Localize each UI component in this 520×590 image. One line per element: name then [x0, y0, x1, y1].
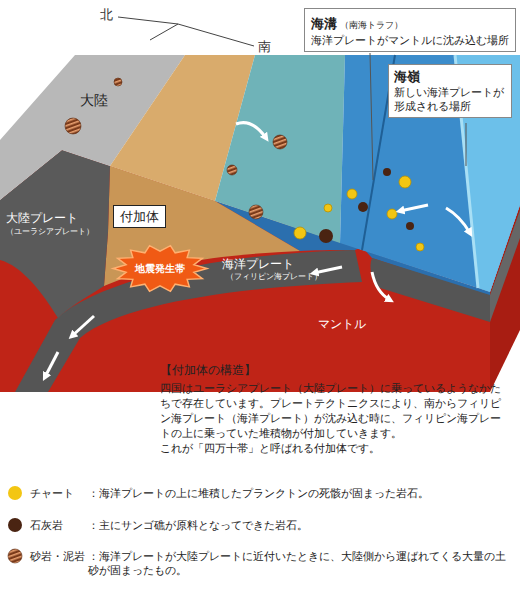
compass-label: 南: [258, 38, 271, 56]
legend-description: ：主にサンゴ礁が原料となってできた岩石。: [88, 518, 513, 532]
plate-label: 大陸プレート: [6, 210, 78, 227]
deep-sea: [340, 55, 520, 292]
chert-rocks: [294, 176, 424, 251]
legend-swatch: [8, 486, 22, 500]
callout-heading: 海嶺: [394, 69, 506, 85]
leader-line: [466, 123, 467, 166]
starburst: 地震発生帯: [119, 251, 201, 286]
label-box: 付加体: [113, 205, 166, 228]
compass: [118, 17, 254, 46]
plate-sublabel: （ユーラシアプレート）: [6, 226, 94, 237]
box-label: 付加体: [120, 208, 159, 225]
legend-text: チャート: [30, 486, 74, 500]
shallow-sea: [215, 55, 345, 243]
callout-text: 新しい海洋プレートが 形成される場所: [394, 85, 506, 113]
callout-subheading: （南海トラフ）: [340, 17, 403, 33]
legend-description: ：海洋プレートが大陸プレートに近付いたときに、大陸側から運ばれてくる大量の土砂が…: [88, 549, 513, 577]
region-label: マントル: [318, 316, 366, 333]
legend-sample: [7, 548, 23, 564]
body-text: 四国はユーラシアプレート（大陸プレート）に乗っているようなかたちで存在しています…: [160, 381, 510, 441]
callout-box: 海溝（南海トラフ）海洋プレートがマントルに沈み込む場所: [304, 8, 516, 52]
starburst-label: 地震発生帯: [135, 262, 185, 275]
sandstone-rocks: [65, 78, 287, 219]
leader-line: [370, 53, 373, 180]
callout-heading: 海溝: [311, 16, 337, 32]
legend-text: 砂岩・泥岩: [30, 549, 85, 563]
region-label: 大陸: [80, 92, 108, 110]
callout-text: 海洋プレートがマントルに沈み込む場所: [311, 33, 509, 47]
limestone-rocks: [319, 168, 414, 243]
body-text: これが「四万十帯」と呼ばれる付加体です。: [160, 441, 510, 456]
section-heading: 【付加体の構造】: [160, 362, 256, 379]
legend-swatch: [8, 518, 22, 532]
legend-description: ：海洋プレートの上に堆積したプランクトンの死骸が固まった岩石。: [88, 486, 513, 500]
plate-sublabel: （フィリピン海プレート）: [226, 271, 322, 282]
plate-label: 海洋プレート: [222, 256, 294, 273]
motion-arrows: [45, 123, 470, 377]
callout-box: 海嶺新しい海洋プレートが 形成される場所: [388, 64, 512, 118]
compass-label: 北: [100, 6, 113, 24]
legend-text: 石灰岩: [30, 518, 63, 532]
